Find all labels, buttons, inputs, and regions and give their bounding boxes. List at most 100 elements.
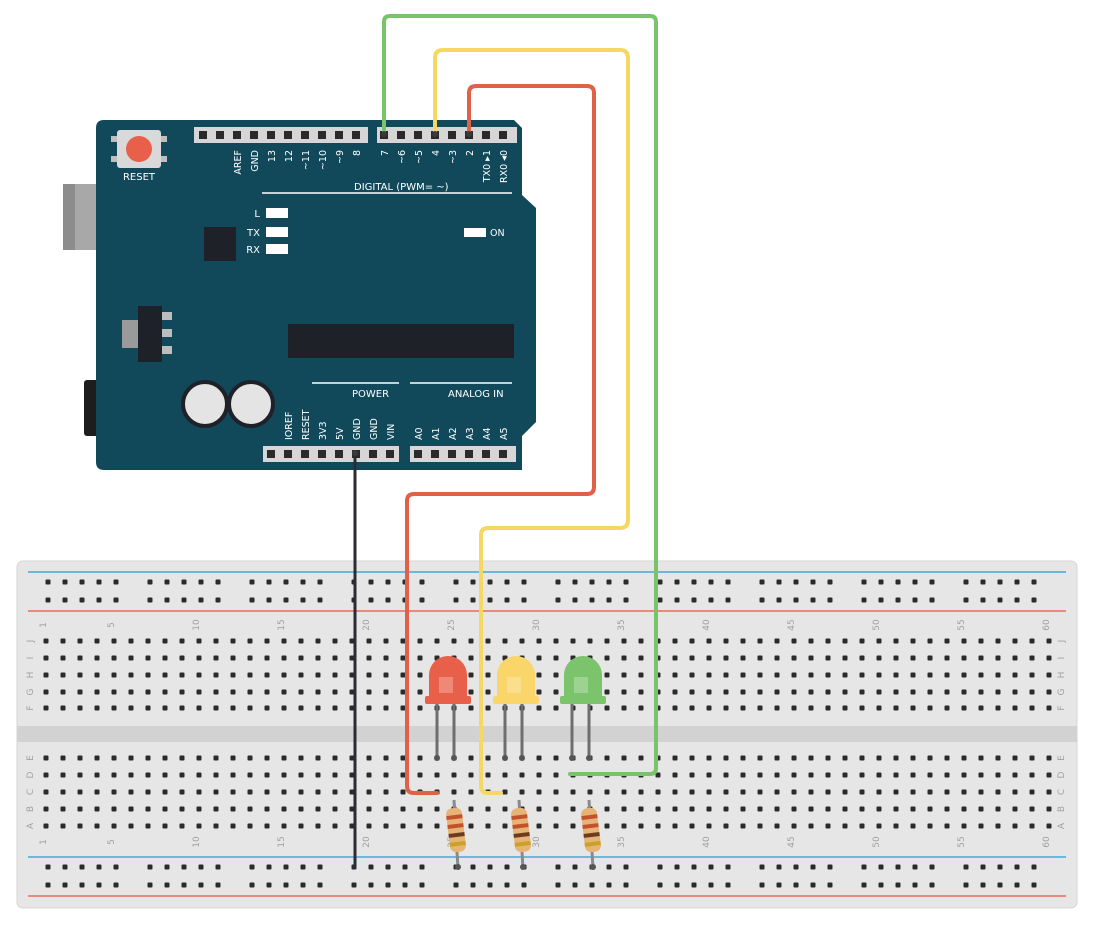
rail-hole — [317, 597, 323, 603]
breadboard-hole — [247, 655, 253, 661]
rail-hole — [62, 579, 68, 585]
green-led[interactable] — [560, 656, 606, 761]
breadboard-hole — [587, 638, 593, 644]
breadboard-hole — [162, 672, 168, 678]
header-hole — [267, 131, 275, 139]
resistor[interactable] — [510, 799, 531, 870]
breadboard-hole — [196, 772, 202, 778]
rail-hole — [725, 864, 731, 870]
breadboard-hole — [111, 789, 117, 795]
status-led-label: TX — [246, 228, 260, 239]
breadboard-hole — [876, 638, 882, 644]
breadboard-hole — [485, 755, 491, 761]
wire-pin-2 — [466, 131, 472, 137]
breadboard-hole — [740, 638, 746, 644]
breadboard-hole — [1046, 772, 1052, 778]
resistor[interactable] — [580, 799, 601, 870]
breadboard-hole — [791, 823, 797, 829]
breadboard-hole — [145, 789, 151, 795]
breadboard-hole — [196, 655, 202, 661]
header-hole — [318, 131, 326, 139]
rail-hole — [249, 579, 255, 585]
rail-hole — [113, 864, 119, 870]
breadboard-hole — [128, 789, 134, 795]
digital-pin-label: ~3 — [448, 150, 459, 164]
rail-hole — [827, 882, 833, 888]
breadboard-hole — [485, 638, 491, 644]
rail-hole — [793, 579, 799, 585]
breadboard-hole — [638, 823, 644, 829]
reset-button-cap[interactable] — [126, 136, 152, 162]
rail-hole — [861, 864, 867, 870]
wire-pin-7 — [381, 131, 387, 137]
breadboard-hole — [995, 823, 1001, 829]
breadboard-hole — [536, 772, 542, 778]
breadboard-hole — [689, 755, 695, 761]
breadboard-hole — [672, 755, 678, 761]
breadboard-hole — [672, 823, 678, 829]
breadboard-hole — [910, 823, 916, 829]
breadboard-hole — [349, 638, 355, 644]
breadboard-hole — [315, 806, 321, 812]
breadboard-hole — [978, 655, 984, 661]
rail-hole — [1014, 579, 1020, 585]
rail-hole — [79, 579, 85, 585]
breadboard-hole — [978, 705, 984, 711]
breadboard-hole — [94, 789, 100, 795]
breadboard-hole — [400, 655, 406, 661]
column-number: 35 — [617, 619, 627, 630]
yellow-wire[interactable] — [433, 48, 630, 795]
breadboard-hole — [162, 705, 168, 711]
red-led[interactable] — [425, 656, 471, 761]
led-highlight — [574, 677, 588, 693]
breadboard-hole — [893, 755, 899, 761]
digital-pin-label: 4 — [431, 150, 442, 156]
rail-hole — [776, 864, 782, 870]
breadboard-hole — [604, 789, 610, 795]
breadboard-hole — [638, 638, 644, 644]
rail-hole — [657, 579, 663, 585]
breadboard-hole — [213, 655, 219, 661]
rail-hole — [657, 597, 663, 603]
breadboard-hole — [264, 689, 270, 695]
breadboard-hole — [842, 789, 848, 795]
rail-hole — [623, 597, 629, 603]
breadboard-hole — [77, 705, 83, 711]
rail-hole — [997, 882, 1003, 888]
yellow-led[interactable] — [493, 656, 539, 761]
header-hole — [284, 450, 292, 458]
red-wire[interactable] — [405, 84, 596, 795]
breadboard-hole — [145, 672, 151, 678]
rail-hole — [810, 579, 816, 585]
green-wire[interactable] — [382, 14, 658, 776]
rail-hole — [929, 864, 935, 870]
rail-hole — [623, 882, 629, 888]
breadboard-hole — [519, 789, 525, 795]
breadboard-hole — [944, 638, 950, 644]
voltage-regulator-tab — [122, 320, 138, 348]
breadboard-hole — [536, 672, 542, 678]
resistor[interactable] — [445, 799, 466, 870]
row-letter: C — [26, 789, 36, 795]
column-number: 45 — [787, 836, 797, 847]
breadboard-hole — [1012, 823, 1018, 829]
breadboard-hole — [281, 689, 287, 695]
rail-hole — [1014, 882, 1020, 888]
rail-hole — [657, 882, 663, 888]
column-number: 55 — [957, 836, 967, 847]
led-body — [429, 656, 467, 698]
rail-hole — [691, 597, 697, 603]
breadboard-hole — [536, 705, 542, 711]
rail-hole — [283, 597, 289, 603]
small-chip — [204, 227, 236, 261]
breadboard-hole — [128, 823, 134, 829]
breadboard-hole — [400, 789, 406, 795]
breadboard-leds — [425, 656, 606, 761]
breadboard-hole — [111, 755, 117, 761]
breadboard-hole — [281, 655, 287, 661]
digital-pin-label: 8 — [352, 150, 363, 156]
breadboard-hole — [842, 772, 848, 778]
rail-hole — [878, 597, 884, 603]
header-hole — [431, 450, 439, 458]
